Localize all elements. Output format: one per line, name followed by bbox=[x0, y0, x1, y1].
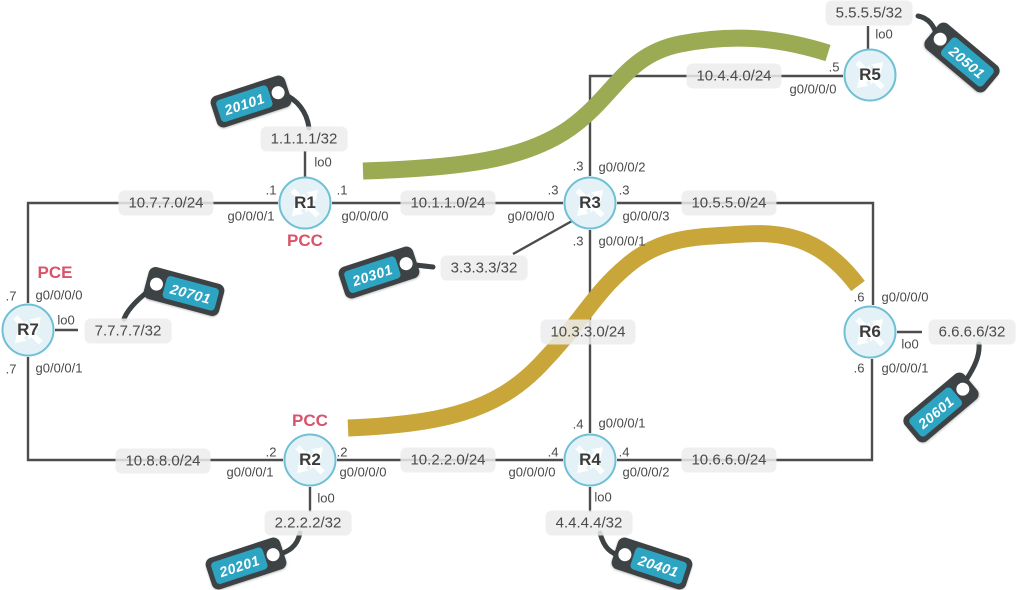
link-r4-r6 bbox=[617, 359, 874, 462]
tag-string-20601 bbox=[963, 341, 982, 383]
link-r3-r5 bbox=[588, 74, 843, 176]
sr-te-path-green bbox=[362, 29, 831, 180]
tag-string-20201 bbox=[274, 530, 303, 558]
link-r3-lo0 bbox=[512, 219, 573, 256]
tag-string-20501 bbox=[915, 13, 940, 39]
tag-string-20701 bbox=[121, 283, 158, 322]
tag-string-20301 bbox=[405, 261, 436, 270]
tag-string-20401 bbox=[597, 530, 625, 559]
sr-te-path-gold bbox=[347, 225, 865, 437]
link-r7-r2 bbox=[26, 357, 283, 462]
tag-string-20101 bbox=[280, 91, 312, 131]
